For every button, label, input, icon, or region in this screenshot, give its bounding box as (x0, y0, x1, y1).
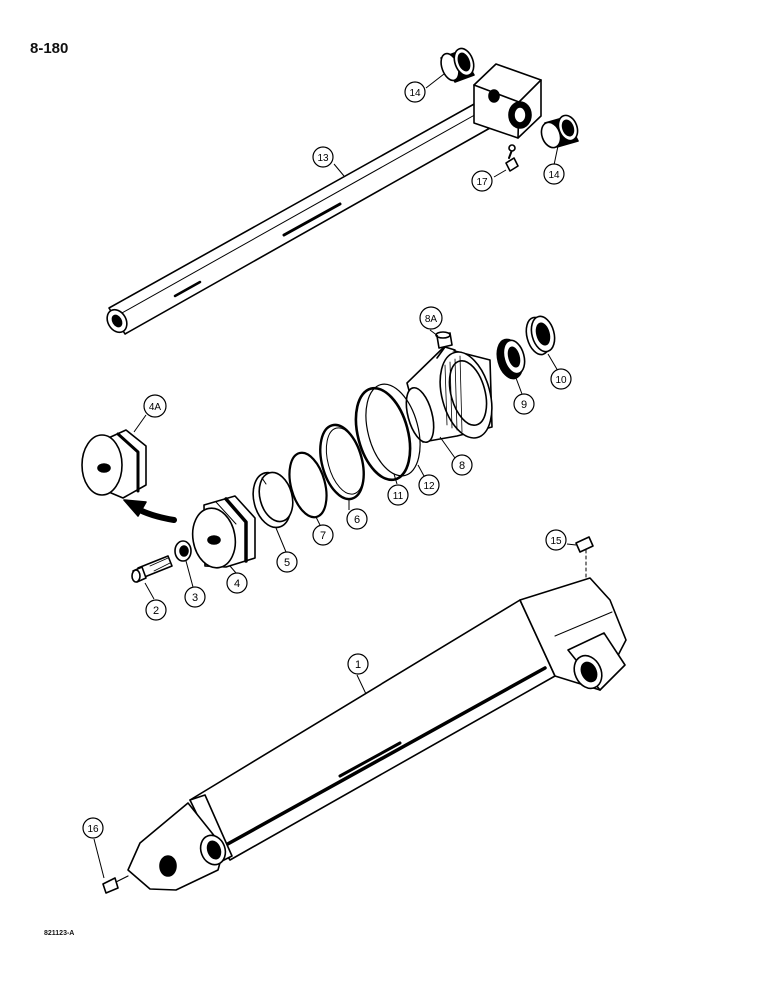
callout-12-text: 12 (423, 481, 435, 492)
callout-14-upper-text: 14 (409, 88, 421, 99)
callout-4a-text: 4A (149, 402, 162, 413)
callout-17: 17 (471, 170, 493, 192)
piston (191, 495, 256, 569)
callout-9-text: 9 (521, 399, 527, 411)
callout-11: 11 (387, 484, 409, 506)
callout-10: 10 (550, 368, 572, 390)
rod-wiper (525, 315, 556, 356)
callout-8a: 8A (419, 306, 443, 330)
callout-5-text: 5 (284, 557, 290, 569)
rod-seal (496, 338, 526, 380)
callout-3: 3 (184, 586, 206, 608)
callout-4-text: 4 (234, 578, 240, 590)
alternate-piston (81, 429, 147, 499)
callout-8: 8 (451, 454, 473, 476)
callout-6-text: 6 (354, 514, 360, 526)
callout-1: 1 (347, 653, 369, 675)
callout-13: 13 (312, 146, 334, 168)
callout-6: 6 (346, 508, 368, 530)
bushing-lower (540, 114, 579, 149)
callout-2-text: 2 (153, 605, 159, 617)
callout-8-text: 8 (459, 460, 465, 472)
arrow-icon (123, 499, 177, 523)
bolt (131, 555, 173, 583)
grease-fitting-clevis (102, 875, 129, 894)
gland (405, 346, 493, 444)
callout-9: 9 (513, 393, 535, 415)
callout-7-text: 7 (320, 530, 326, 542)
callout-16-text: 16 (87, 824, 99, 835)
setscrew (435, 331, 453, 349)
figure-code: 821123-A (44, 930, 75, 937)
grease-fitting-base (575, 536, 594, 581)
callout-3-text: 3 (192, 592, 198, 604)
piston-ring-7 (288, 451, 328, 519)
cylinder-barrel (127, 577, 627, 891)
callout-2: 2 (145, 599, 167, 621)
grease-fitting-rod (505, 144, 519, 172)
callout-4a: 4A (143, 394, 167, 418)
callout-14-upper: 14 (404, 81, 426, 103)
callout-14-lower: 14 (543, 163, 565, 185)
bushing-upper (440, 47, 475, 83)
callout-4: 4 (226, 572, 248, 594)
callout-14-lower-text: 14 (548, 170, 560, 181)
callout-5: 5 (276, 551, 298, 573)
callout-16: 16 (82, 817, 104, 839)
callout-11-text: 11 (393, 491, 404, 502)
callout-15: 15 (545, 529, 567, 551)
piston-rod (106, 63, 542, 335)
callout-10-text: 10 (555, 375, 567, 386)
callout-15-text: 15 (550, 536, 562, 547)
callout-17-text: 17 (476, 177, 488, 188)
callout-1-text: 1 (355, 659, 361, 671)
wear-ring (252, 471, 294, 529)
page-number: 8-180 (30, 40, 69, 57)
callout-12: 12 (418, 474, 440, 496)
callout-8a-text: 8A (425, 314, 438, 325)
backup-ring (365, 383, 421, 477)
callout-13-text: 13 (317, 153, 329, 164)
piston-ring-6 (319, 423, 365, 501)
callout-7: 7 (312, 524, 334, 546)
washer (174, 540, 192, 562)
